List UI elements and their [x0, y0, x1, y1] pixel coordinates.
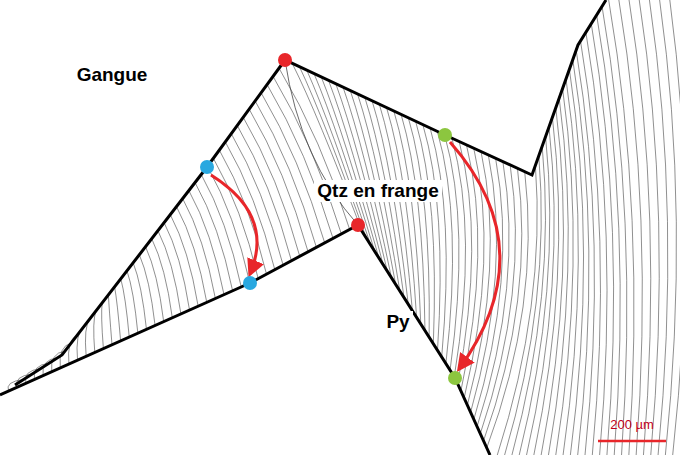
fibre-line — [267, 85, 333, 239]
fibre-line — [581, 41, 601, 455]
scale-bar — [598, 440, 666, 443]
blue-dot — [243, 276, 257, 290]
fibre-line — [115, 287, 121, 341]
fibre-line — [649, 0, 667, 455]
blue-dot — [200, 160, 214, 174]
fibre-line — [207, 166, 249, 283]
fibre-line — [225, 142, 275, 270]
fibre-line — [379, 104, 412, 311]
fibre-line — [127, 271, 138, 333]
fibre-line — [497, 165, 537, 455]
fibre-line — [467, 152, 490, 406]
fibre-line — [108, 295, 112, 345]
fibre-line — [602, 6, 627, 455]
fibre-line — [452, 138, 466, 377]
fibre-line — [102, 303, 104, 349]
fibre-line — [292, 63, 362, 231]
fibre-line — [261, 93, 325, 243]
fibre-line — [629, 0, 651, 455]
fibre-line — [639, 0, 659, 455]
fibre-line — [519, 137, 550, 455]
fibre-line — [437, 131, 452, 363]
fibre-line — [158, 231, 181, 314]
fibre-line — [255, 101, 316, 247]
rotation-arrow — [450, 142, 500, 369]
fibre-line — [273, 76, 341, 234]
fibre-line — [458, 142, 472, 384]
fibre-line — [541, 108, 563, 455]
fibre-line — [512, 146, 546, 455]
fibre-line — [408, 118, 429, 337]
fibre-line — [243, 117, 300, 256]
fibre-line — [146, 247, 164, 322]
fibre-line — [416, 121, 435, 344]
scale-label: 200 µm — [607, 417, 657, 433]
fibre-line — [480, 165, 515, 434]
fibre-line — [556, 89, 573, 455]
fibre-line — [249, 109, 308, 252]
region-label: Py — [383, 311, 412, 334]
fibre-line — [548, 98, 568, 455]
fibre-line — [591, 24, 613, 455]
fibre-lines — [8, 0, 680, 455]
fibre-line — [576, 50, 594, 455]
red-dot — [351, 218, 365, 232]
fibre-line — [336, 84, 388, 271]
fibre-line — [237, 126, 291, 261]
fibre-line — [430, 128, 446, 357]
fibre-line — [597, 15, 621, 455]
green-dot — [438, 128, 452, 142]
fibre-line — [94, 311, 96, 353]
fibre-line — [195, 183, 233, 291]
fibre-line — [619, 0, 642, 455]
fibre-line — [176, 207, 206, 303]
fibre-line — [164, 223, 189, 310]
pyrite-boundary — [0, 225, 490, 455]
fibre-line — [573, 60, 589, 455]
region-label: Qtz en frange — [314, 180, 441, 203]
fibre-line — [660, 0, 677, 455]
fibre-line — [394, 111, 421, 324]
fibre-line — [121, 279, 129, 337]
fibre-line — [474, 158, 503, 419]
fibre-line — [670, 0, 680, 455]
fibre-line — [527, 127, 555, 455]
fibre-line — [170, 215, 198, 307]
fibre-line — [133, 263, 146, 330]
rotation-arrow — [211, 175, 257, 274]
red-dot — [278, 53, 292, 67]
fibre-line — [534, 117, 559, 455]
fibre-line — [563, 79, 578, 455]
fibre-line — [183, 199, 216, 299]
fibre-line — [152, 239, 173, 318]
fibre-line — [609, 0, 634, 455]
fibre-line — [477, 162, 509, 427]
fibre-line — [586, 32, 607, 455]
region-label: Gangue — [74, 64, 151, 87]
gangue-boundary — [15, 0, 606, 385]
fibre-line — [445, 135, 459, 370]
fibre-line — [387, 108, 417, 318]
green-dot — [448, 371, 462, 385]
